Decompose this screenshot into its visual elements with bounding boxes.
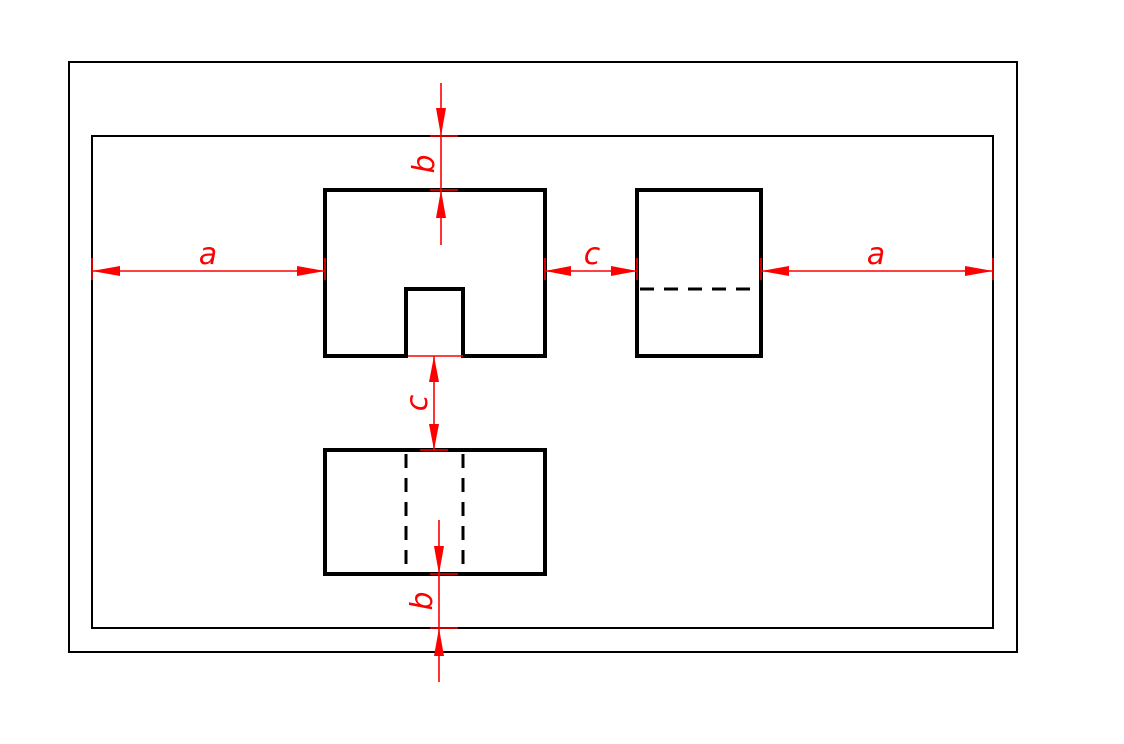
dimension-b-top: b <box>407 83 458 245</box>
side-view-outline <box>635 188 763 358</box>
label-c-vertical: c <box>400 394 435 411</box>
label-b-top: b <box>407 154 442 173</box>
dimension-a-left: a <box>91 237 326 280</box>
arrowhead <box>429 424 439 450</box>
label-a-right: a <box>867 237 885 272</box>
front-view <box>323 188 547 358</box>
drawing-frame <box>91 135 994 629</box>
arrowhead <box>761 266 789 276</box>
side-view <box>635 188 763 358</box>
sheet-border <box>68 61 1018 653</box>
dimension-b-bottom: b <box>405 520 458 682</box>
arrowhead <box>545 266 571 276</box>
top-view <box>323 448 547 576</box>
arrowhead <box>434 546 444 574</box>
label-a-left: a <box>199 237 217 272</box>
arrowhead <box>434 628 444 656</box>
top-view-outline <box>323 448 547 576</box>
arrowhead <box>965 266 993 276</box>
dimension-a-right: a <box>760 237 994 280</box>
arrowhead <box>436 190 446 218</box>
arrowhead <box>429 356 439 382</box>
arrowhead <box>297 266 325 276</box>
dimension-c-vertical: c <box>400 355 463 451</box>
dimension-c-horizontal: c <box>544 237 638 280</box>
label-c-horizontal: c <box>584 237 601 272</box>
label-b-bottom: b <box>405 591 440 610</box>
arrowhead <box>436 108 446 136</box>
arrowhead <box>611 266 637 276</box>
arrowhead <box>92 266 120 276</box>
